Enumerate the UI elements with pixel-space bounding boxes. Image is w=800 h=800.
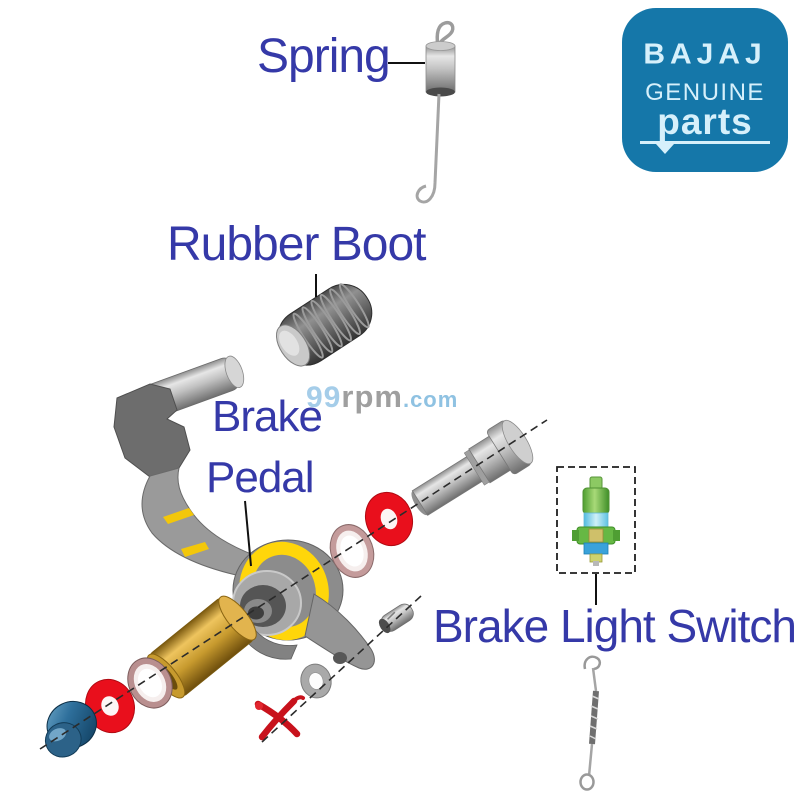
blue-nut-illustration: [44, 700, 97, 758]
watermark-name: rpm: [341, 379, 403, 414]
brake-light-switch-label: Brake Light Switch: [433, 600, 797, 652]
brake-pedal-label-line2: Pedal: [206, 453, 315, 502]
pin-centerline: [261, 595, 422, 743]
red-washer-illustration: [364, 491, 414, 547]
pedal-yellow-mark: [181, 542, 209, 557]
brake-pedal-label-line1: Brake: [212, 392, 323, 441]
pivot-bolt-illustration: [411, 419, 534, 516]
plain-washer-illustration: [300, 663, 332, 699]
watermark: 99rpm.com: [306, 381, 458, 413]
badge-brand-text: BAJAJ: [643, 38, 767, 71]
bajaj-genuine-parts-badge: BAJAJ GENUINE parts: [622, 8, 788, 172]
brake-pedal-leader-line: [244, 500, 252, 567]
pedal-yellow-mark: [163, 508, 194, 524]
watermark-tld: .com: [402, 387, 459, 412]
switch-spring-illustration: [579, 655, 602, 791]
watermark-prefix: 99: [306, 381, 342, 414]
cotter-pin-illustration: [254, 695, 305, 741]
rubber-boot-label: Rubber Boot: [167, 218, 427, 271]
brake-pedal-illustration: [113, 355, 375, 670]
badge-genuine-text: GENUINE: [645, 79, 765, 106]
main-centerline: [39, 419, 548, 750]
rubber-boot-illustration: [275, 283, 373, 367]
badge-parts-text: parts: [657, 101, 753, 142]
switch-dashed-box: [556, 466, 636, 574]
badge-underline: [640, 141, 770, 155]
spring-illustration: [415, 20, 456, 204]
seal-ring-illustration: [127, 657, 173, 709]
spring-label: Spring: [257, 30, 391, 83]
brake-light-switch-illustration: [572, 476, 620, 566]
